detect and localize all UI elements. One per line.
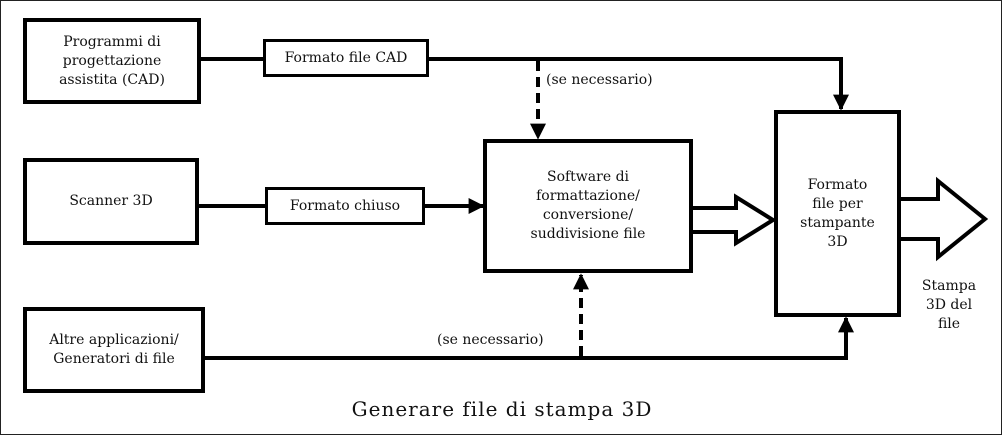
closed-format-label: Formato chiuso — [265, 187, 425, 225]
diagram-caption: Generare file di stampa 3D — [351, 397, 653, 421]
printer-format-box: Formato file per stampante 3D — [774, 110, 901, 317]
output-hollow-arrow — [899, 176, 989, 262]
cad-programs-box: Programmi di progettazione assistita (CA… — [23, 18, 201, 104]
cad-format-label: Formato file CAD — [263, 39, 429, 77]
other-apps-box: Altre applicazioni/ Generatori di file — [23, 307, 205, 393]
if-needed-top-note: (se necessario) — [546, 72, 653, 88]
software-to-printer-hollow-arrow — [693, 193, 777, 247]
print-output-label: Stampa 3D del file — [921, 278, 977, 332]
software-box: Software di formattazione/ conversione/ … — [483, 139, 693, 273]
apps-to-printer-line — [205, 316, 854, 360]
if-needed-bottom-note: (se necessario) — [437, 332, 544, 348]
scanner-box: Scanner 3D — [23, 158, 199, 245]
